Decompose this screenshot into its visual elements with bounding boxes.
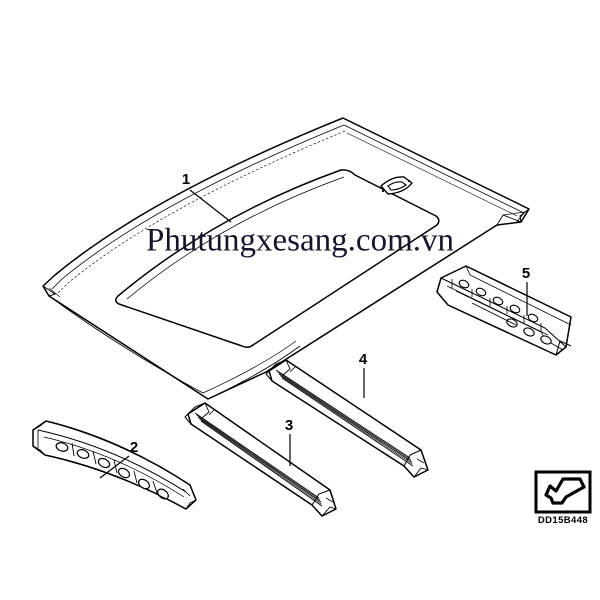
callout-number-3: 3: [285, 417, 293, 434]
roof-silhouette-icon: [544, 477, 586, 505]
diagram-thumbnail: [534, 470, 592, 514]
callout-number-5: 5: [522, 265, 530, 282]
leader-line-2: [99, 455, 130, 479]
part-3-roof-bow-front: [184, 402, 337, 517]
callout-number-1: 1: [182, 171, 190, 188]
leader-line-1: [189, 189, 232, 223]
roof-surface-detail: [380, 176, 413, 195]
callout-number-4: 4: [359, 351, 368, 368]
part-2-rear-cross-member: [32, 420, 197, 510]
callout-number-2: 2: [130, 439, 138, 456]
part-1-roof-panel: [42, 117, 530, 400]
diagram-code: DD15B448: [538, 515, 588, 526]
part-5-front-cross-member: [436, 265, 572, 356]
leader-lines: [99, 189, 528, 479]
part-4-roof-bow-rear: [265, 359, 429, 478]
